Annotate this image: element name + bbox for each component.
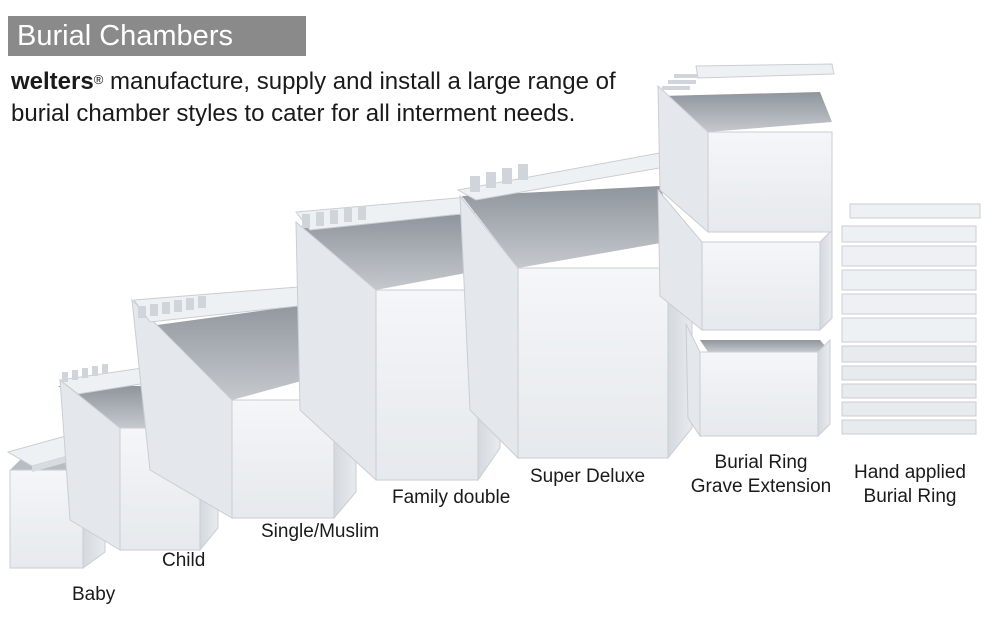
intro-line-1: manufacture, supply and install a large …: [103, 68, 616, 95]
title-bar: Burial Chambers: [8, 16, 306, 56]
chamber-hand-applied-burial-ring: [841, 203, 981, 435]
page-title: Burial Chambers: [17, 20, 233, 52]
intro-text: welters® manufacture, supply and install…: [11, 66, 651, 130]
label-burial-ring-line-2: Grave Extension: [690, 476, 832, 497]
label-burial-ring-line-1: Burial Ring: [714, 452, 808, 473]
registered-mark: ®: [93, 72, 104, 87]
label-hand-applied-burial-ring: Hand applied Burial Ring: [840, 461, 980, 509]
chamber-burial-ring-grave-extension: [657, 63, 835, 438]
chamber-family-double: [295, 195, 501, 482]
brand-name: welters: [11, 68, 94, 95]
label-family-double: Family double: [392, 487, 511, 508]
label-hand-applied-line-2: Burial Ring: [863, 486, 957, 507]
label-single-muslim: Single/Muslim: [261, 521, 380, 542]
label-child: Child: [162, 550, 206, 571]
intro-line-2: burial chamber styles to cater for all i…: [11, 100, 576, 127]
label-burial-ring-grave-extension: Burial Ring Grave Extension: [686, 451, 836, 499]
label-hand-applied-line-1: Hand applied: [854, 462, 966, 483]
label-baby: Baby: [72, 584, 116, 605]
chamber-super-deluxe: [456, 149, 696, 460]
label-super-deluxe: Super Deluxe: [530, 466, 646, 487]
